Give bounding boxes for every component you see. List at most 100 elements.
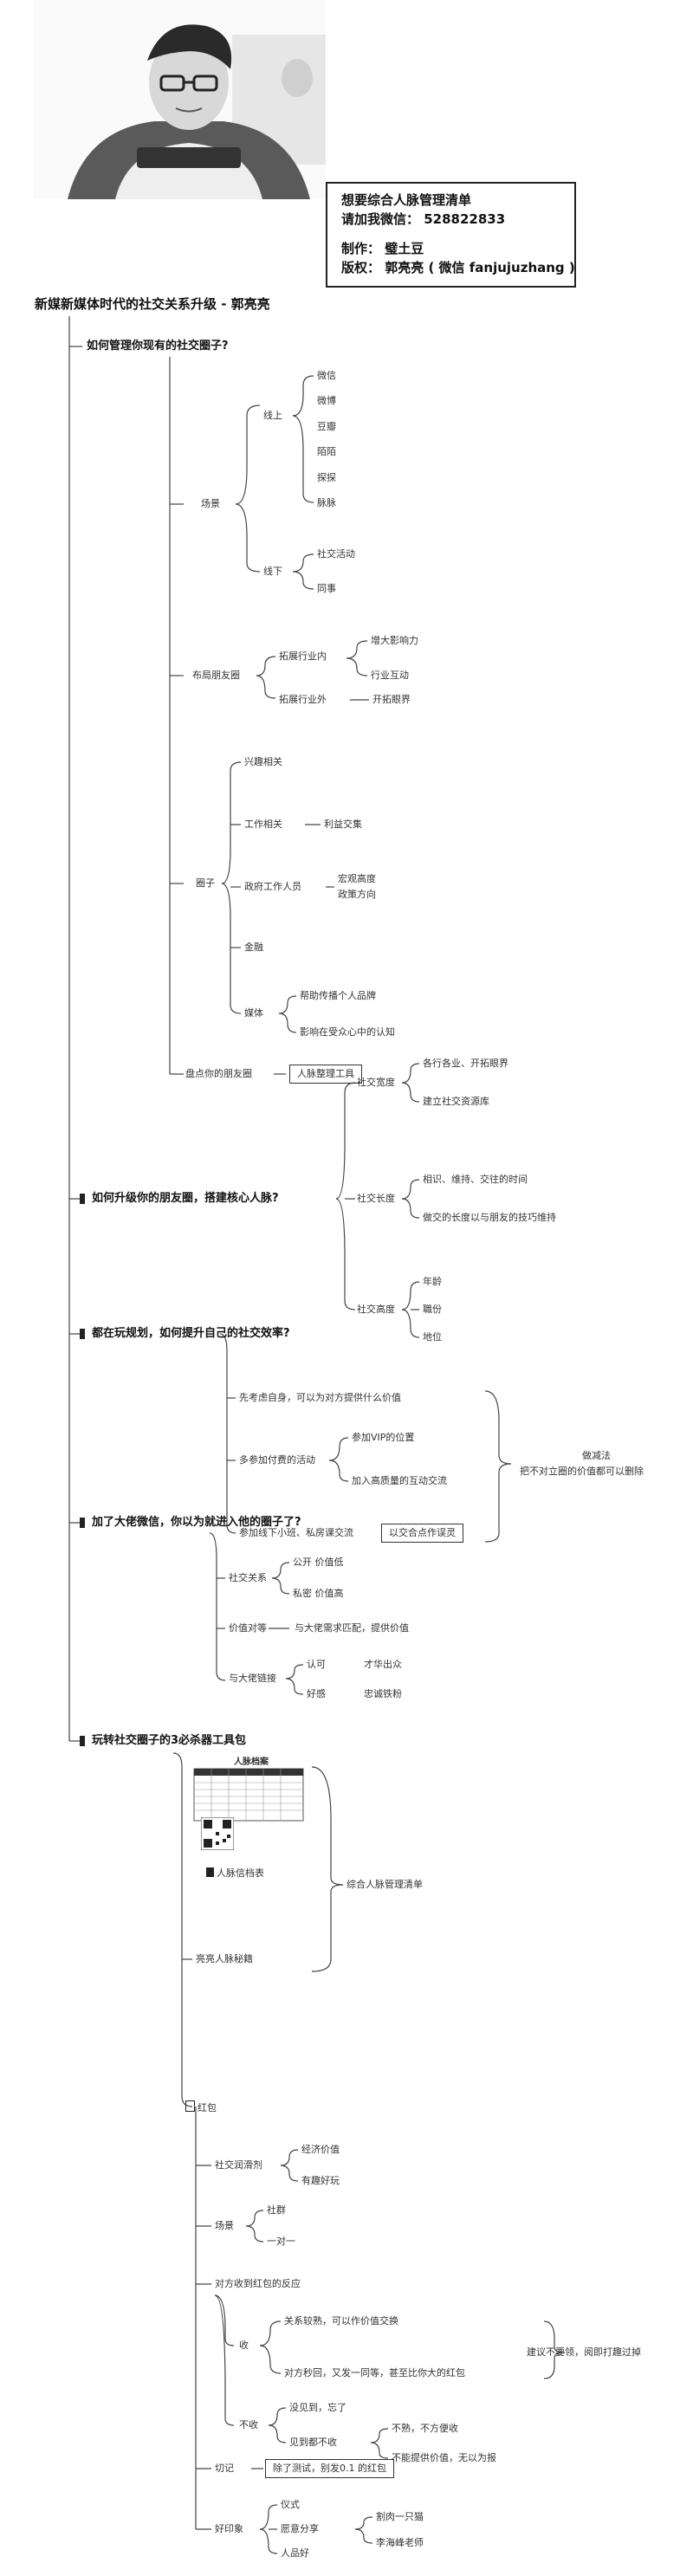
node-buju: 布局朋友圈	[192, 670, 240, 681]
s3-right-1: 做减法	[582, 1450, 611, 1461]
offline-item: 同事	[317, 583, 336, 594]
s3-item: 先考虑自身，可以为对方提供什么价值	[239, 1392, 401, 1403]
lianjie-item: 忠诚铁粉	[364, 1688, 402, 1699]
gaodu-item: 職份	[423, 1304, 442, 1315]
cj-item: 社群	[267, 2204, 286, 2216]
offline-item: 社交活动	[317, 548, 355, 560]
qr-code-icon	[201, 1817, 234, 1850]
s3-boxed-note: 以交合点作误灵	[381, 1524, 463, 1543]
meiti-item: 帮助传播个人品牌	[300, 990, 376, 1001]
page-title: 新媒新媒体时代的社交关系升级 - 郭亮亮	[35, 296, 270, 312]
node-jinrong: 金融	[244, 942, 263, 953]
node-hongbao: 红包	[185, 2100, 217, 2114]
shou-right: 建议不要领，阅即打趣过掉	[527, 2346, 641, 2358]
shou-item: 关系较熟，可以作价值交换	[284, 2315, 398, 2327]
online-item: 微信	[317, 370, 336, 381]
node-pandian: 盘点你的朋友圈	[185, 1068, 252, 1079]
huodong-item: 加入高质量的互动交流	[352, 1475, 447, 1486]
gaodu-item: 地位	[423, 1331, 442, 1343]
haoyin-item: 仪式	[281, 2499, 300, 2510]
node-xianxia: 线下	[263, 566, 282, 577]
online-item: 微博	[317, 395, 336, 406]
kuandu-item: 建立社交资源库	[423, 1096, 489, 1107]
s3-right-2: 把不对立圈的价值都可以删除	[520, 1466, 644, 1477]
section4-title: 加了大佬微信，你以为就进入他的圈子了?	[92, 1516, 301, 1529]
online-item: 脉脉	[317, 497, 336, 508]
gaodu-item: 年龄	[423, 1276, 442, 1287]
lianjie-item: 才华出众	[364, 1659, 402, 1670]
changdu-item: 做交的长度以与朋友的技巧维持	[423, 1212, 556, 1223]
haoyin-right: 李海峰老师	[376, 2537, 424, 2548]
node-fanying: 对方收到红包的反应	[215, 2278, 301, 2289]
contact-info-box: 想要综合人脉管理清单 请加我微信： 528822833 制作： 璧土豆 版权： …	[326, 182, 576, 288]
lianjie-item: 好感	[307, 1688, 326, 1699]
bushou-item: 见到都不收	[289, 2437, 337, 2448]
nei-item: 行业互动	[371, 670, 409, 681]
node-gaodu: 社交高度	[357, 1304, 395, 1315]
document-icon	[206, 1867, 214, 1877]
kuandu-item: 各行各业、开拓眼界	[423, 1058, 508, 1069]
jiazhi-item: 与大佬需求匹配，提供价值	[295, 1622, 409, 1634]
table-preview-title: 人脉档案	[234, 1757, 269, 1767]
info-line-4: 版权： 郭亮亮 ( 微信 fanjujuzhang )	[341, 260, 575, 275]
info-line-1: 想要综合人脉管理清单	[341, 192, 472, 208]
node-qieji: 切记	[215, 2463, 234, 2474]
bushou-sub: 不熟，不方便收	[392, 2423, 458, 2434]
online-item: 豆瓣	[317, 421, 336, 432]
node-gongzuo: 工作相关	[244, 819, 282, 830]
cj-item: 一对一	[267, 2236, 295, 2247]
shou-item: 对方秒回，又发一同等，甚至比你大的红包	[284, 2367, 465, 2379]
node-zonghe: 综合人脉管理清单	[346, 1879, 423, 1890]
node-meiti: 媒体	[244, 1007, 263, 1019]
node-haoyin: 好印象	[215, 2523, 243, 2534]
node-runhua: 社交润滑剂	[215, 2159, 262, 2171]
changdu-item: 相识、维持、交往的时间	[423, 1174, 528, 1185]
run-item: 经济价值	[301, 2144, 340, 2155]
meiti-item: 影响在受众心中的认知	[300, 1026, 395, 1038]
info-line-3: 制作： 璧土豆	[341, 241, 424, 256]
card-label: 人脉信档表	[206, 1867, 264, 1880]
section2-title: 如何升级你的朋友圈，搭建核心人脉?	[92, 1192, 279, 1205]
nei-item: 增大影响力	[371, 635, 418, 646]
bushou-sub: 不能提供价值，无以为报	[392, 2452, 496, 2463]
tool-box: 人脉整理工具	[289, 1065, 362, 1084]
card-label-text: 人脉信档表	[217, 1867, 264, 1879]
hongbao-label: 红包	[198, 2102, 217, 2113]
lianjie-item: 认可	[307, 1659, 326, 1670]
node-tuozhan-wai: 拓展行业外	[279, 694, 327, 705]
document-icon	[185, 2100, 195, 2112]
qieji-box: 除了测试，别发0.1 的红包	[265, 2459, 394, 2478]
node-changdu: 社交长度	[357, 1193, 395, 1204]
node-zhengfu: 政府工作人员	[244, 881, 301, 892]
section5-title: 玩转社交圈子的3必杀器工具包	[92, 1734, 247, 1747]
node-lianjie: 与大佬链接	[229, 1673, 276, 1684]
node-guanxi: 社交关系	[229, 1572, 267, 1583]
run-item: 有趣好玩	[301, 2175, 340, 2186]
zhengfu-item: 宏观高度	[338, 873, 376, 884]
node-bushou: 不收	[239, 2419, 258, 2430]
node-tuozhan-nei: 拓展行业内	[279, 650, 327, 662]
node-changjing-5: 场景	[215, 2220, 234, 2231]
haoyin-item: 愿意分享	[281, 2523, 319, 2534]
gongzuo-item: 利益交集	[324, 819, 362, 830]
node-changjing: 场景	[201, 498, 220, 509]
bushou-item: 没见到，忘了	[289, 2402, 346, 2413]
guanxi-item: 公开 价值低	[293, 1557, 344, 1568]
zhengfu-item: 政策方向	[338, 889, 376, 900]
node-quanzi: 圈子	[196, 877, 215, 889]
haoyin-item: 人品好	[281, 2547, 309, 2559]
node-liang: 亮亮人脉秘籍	[196, 1953, 253, 1964]
table-preview-icon	[193, 1768, 304, 1822]
author-photo	[33, 0, 326, 199]
guanxi-item: 私密 价值高	[293, 1588, 344, 1599]
node-shou: 收	[239, 2340, 249, 2351]
online-item: 探探	[317, 472, 336, 483]
s3-item: 参加线下小班、私房课交流	[239, 1527, 353, 1538]
s3-item: 多参加付费的活动	[239, 1454, 315, 1466]
huodong-item: 参加VIP的位置	[352, 1432, 415, 1443]
info-line-2: 请加我微信： 528822833	[341, 211, 506, 227]
node-xingqu: 兴趣相关	[244, 756, 282, 767]
node-xianshang: 线上	[263, 410, 282, 421]
section3-title: 都在玩规划，如何提升自己的社交效率?	[92, 1327, 290, 1340]
